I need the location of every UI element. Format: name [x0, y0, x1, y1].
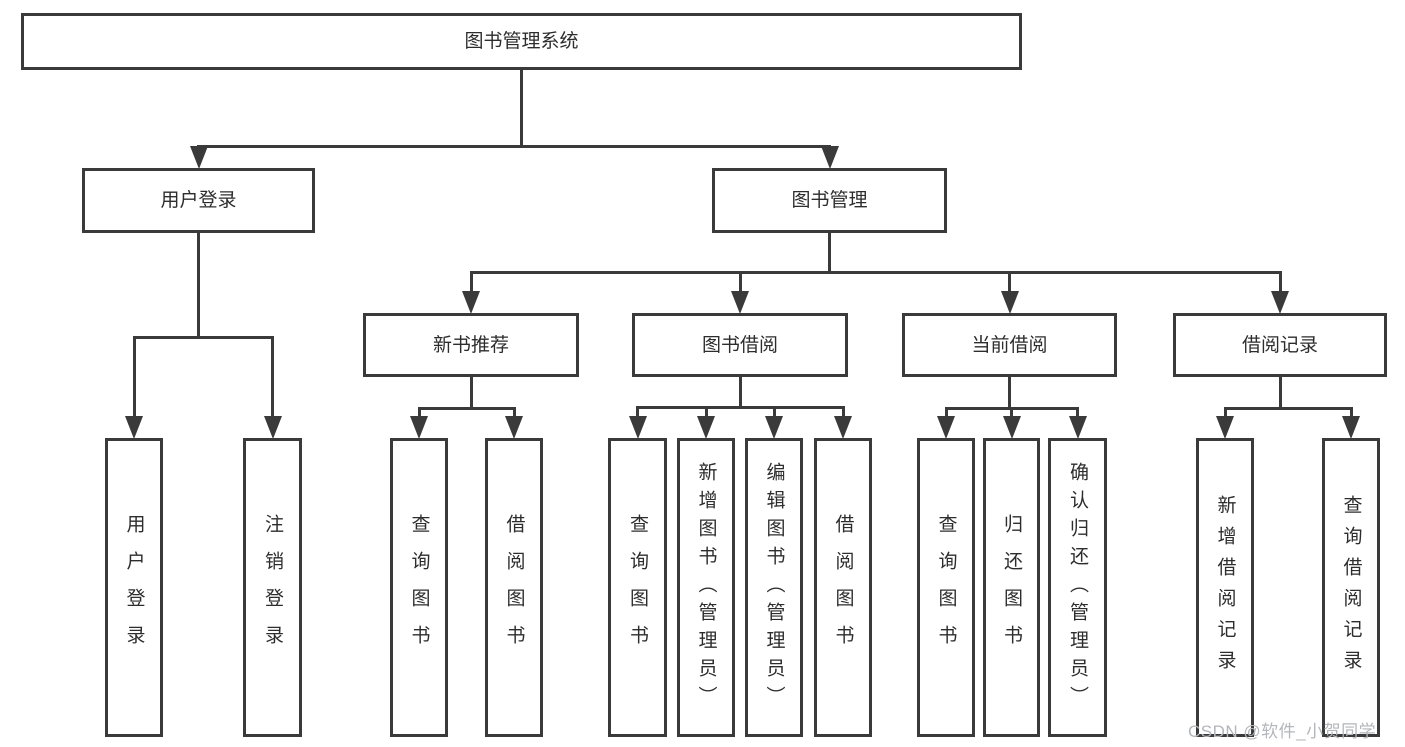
node-label: 图书管理 — [791, 190, 868, 211]
connector-line — [828, 232, 831, 273]
connector-line — [197, 145, 831, 148]
node-label: 查询图书 — [935, 513, 957, 662]
arrowhead-icon — [834, 416, 852, 439]
node-query-book-3: 查询图书 — [917, 438, 975, 737]
connector-line — [1008, 376, 1011, 409]
node-label: 编辑图书（管理员） — [763, 461, 785, 714]
node-add-borrow-rec: 新增借阅记录 — [1196, 438, 1254, 737]
arrowhead-icon — [628, 416, 647, 439]
arrowhead-icon — [1342, 416, 1360, 439]
node-label: 借阅记录 — [1241, 334, 1318, 356]
arrowhead-icon — [1000, 291, 1019, 314]
node-borrow-book-2: 借阅图书 — [814, 438, 872, 737]
connector-line — [1278, 376, 1282, 409]
node-add-book-admin: 新增图书（管理员） — [677, 438, 735, 737]
arrowhead-icon — [731, 291, 749, 314]
node-edit-book-admin: 编辑图书（管理员） — [745, 438, 803, 737]
arrowhead-icon — [820, 146, 839, 169]
arrowhead-icon — [263, 416, 282, 439]
arrowhead-icon — [765, 416, 783, 439]
node-logout: 注销登录 — [243, 438, 302, 737]
arrowhead-icon — [410, 416, 428, 439]
node-label: 归还图书 — [1001, 513, 1022, 662]
connector-line — [132, 336, 136, 419]
arrowhead-icon — [189, 146, 208, 169]
node-user-login: 用户登录 — [105, 438, 163, 737]
connector-line — [469, 271, 473, 294]
connector-line — [841, 406, 845, 419]
arrowhead-icon — [1068, 416, 1087, 439]
node-root: 图书管理系统 — [21, 13, 1022, 70]
node-book-mgmt: 图书管理 — [712, 168, 947, 233]
node-confirm-return: 确认归还（管理员） — [1048, 438, 1107, 737]
connector-line — [1278, 271, 1282, 294]
node-label: 新增借阅记录 — [1214, 494, 1236, 681]
node-label: 查询图书 — [627, 513, 648, 662]
node-label: 图书借阅 — [701, 334, 778, 356]
connector-line — [469, 376, 473, 409]
connector-line — [1223, 407, 1227, 419]
connector-line — [1008, 271, 1011, 294]
node-query-borrow-rec: 查询借阅记录 — [1322, 438, 1380, 737]
connector-line — [271, 336, 274, 419]
node-label: 注销登录 — [262, 513, 283, 662]
connector-line — [512, 407, 516, 419]
connector-line — [469, 271, 1282, 274]
node-label: 图书管理系统 — [464, 31, 579, 52]
node-label: 借阅图书 — [832, 513, 854, 662]
node-label: 确认归还（管理员） — [1067, 461, 1088, 714]
arrowhead-icon — [697, 416, 715, 439]
node-label: 查询借阅记录 — [1340, 494, 1362, 681]
csdn-watermark: CSDN @软件_小贺同学 — [1188, 722, 1377, 741]
node-label: 用户登录 — [160, 190, 237, 211]
node-borrow-book-1: 借阅图书 — [485, 438, 543, 737]
connector-line — [1076, 407, 1079, 419]
node-borrow-records: 借阅记录 — [1173, 313, 1387, 377]
connector-line — [636, 406, 845, 409]
connector-line — [738, 271, 742, 294]
arrowhead-icon — [125, 416, 143, 439]
connector-line — [704, 406, 708, 419]
arrowhead-icon — [937, 416, 955, 439]
connector-line — [1223, 407, 1353, 410]
connector-line — [417, 407, 421, 419]
node-label: 借阅图书 — [503, 513, 525, 662]
node-login-group: 用户登录 — [82, 168, 315, 233]
node-book-borrow: 图书借阅 — [632, 313, 848, 377]
node-query-book-1: 查询图书 — [390, 438, 448, 737]
node-label: 新书推荐 — [432, 334, 509, 356]
node-query-book-2: 查询图书 — [608, 438, 667, 737]
connector-line — [772, 406, 776, 419]
arrowhead-icon — [462, 291, 480, 314]
connector-line — [417, 407, 516, 410]
connector-line — [197, 232, 200, 338]
connector-line — [1349, 407, 1353, 419]
connector-line — [944, 407, 948, 419]
node-new-book-rec: 新书推荐 — [363, 313, 579, 377]
connector-line — [636, 406, 639, 419]
node-label: 当前借阅 — [971, 334, 1048, 356]
connector-line — [1010, 407, 1013, 419]
arrowhead-icon — [1216, 416, 1234, 439]
arrowhead-icon — [505, 416, 523, 439]
connector-line — [132, 336, 274, 339]
arrowhead-icon — [1271, 291, 1289, 314]
node-label: 查询图书 — [408, 513, 430, 662]
connector-line — [738, 376, 742, 408]
node-label: 新增图书（管理员） — [695, 461, 717, 714]
node-current-borrow: 当前借阅 — [902, 313, 1117, 377]
connector-line — [520, 69, 523, 147]
node-label: 用户登录 — [123, 513, 145, 662]
arrowhead-icon — [1002, 416, 1021, 439]
node-return-book: 归还图书 — [983, 438, 1040, 737]
